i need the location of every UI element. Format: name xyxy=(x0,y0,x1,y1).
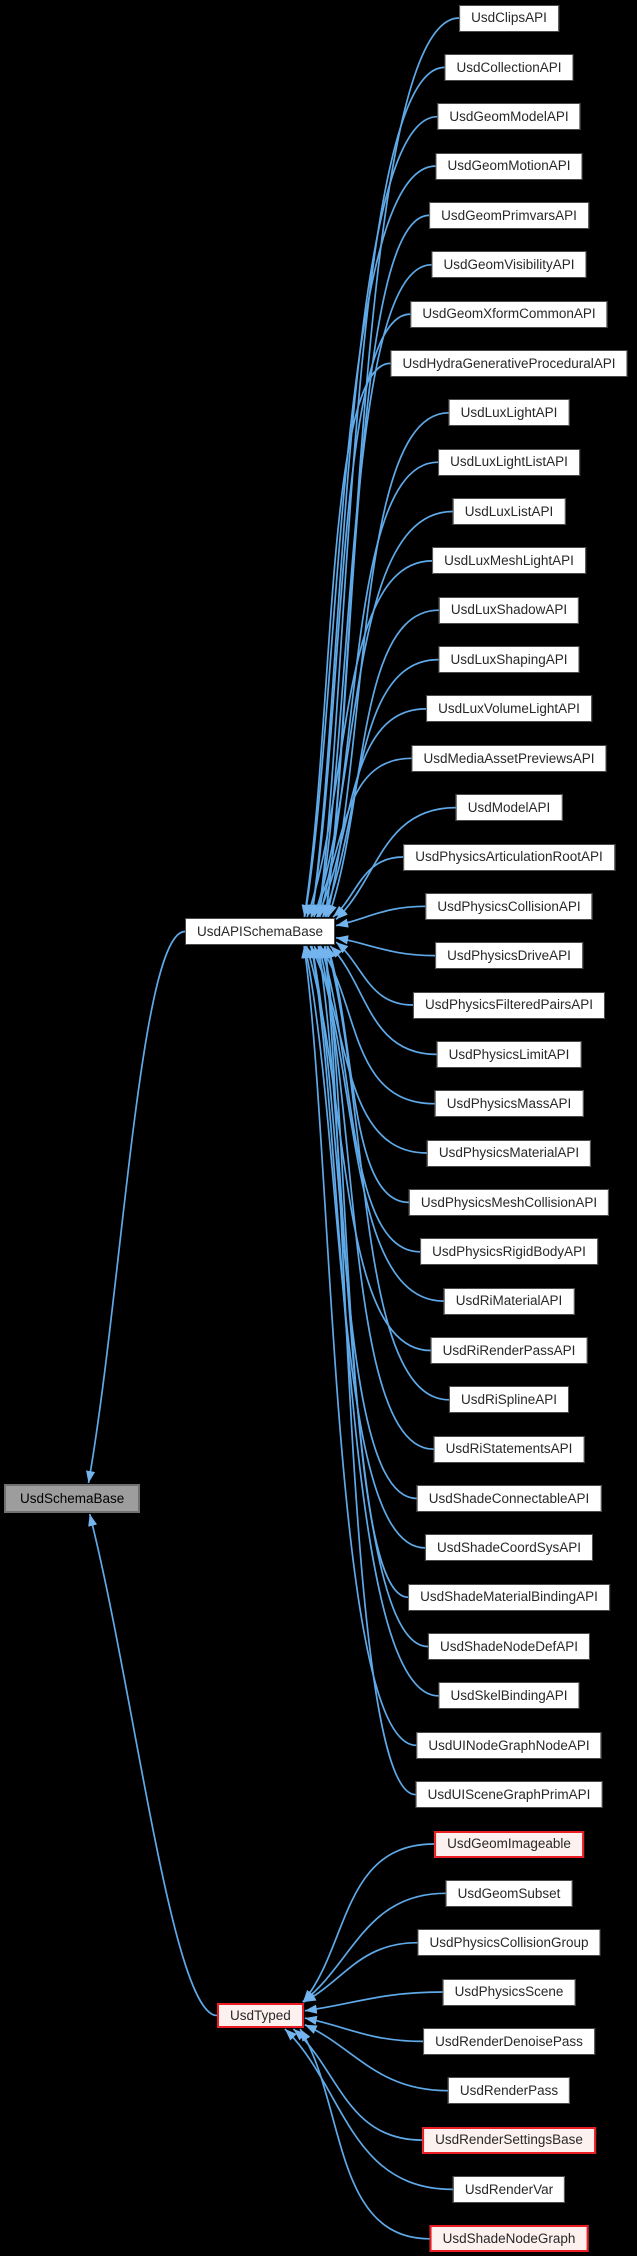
class-node-usdphysicsmassapi[interactable]: UsdPhysicsMassAPI xyxy=(434,1090,584,1118)
inheritance-edge xyxy=(326,945,409,1204)
class-node-usdluxshadowapi[interactable]: UsdLuxShadowAPI xyxy=(438,596,580,624)
class-node-usdphysicslimitapi[interactable]: UsdPhysicsLimitAPI xyxy=(436,1040,582,1068)
class-node-usdphysicscollisiongroup[interactable]: UsdPhysicsCollisionGroup xyxy=(417,1929,601,1957)
class-node-usdphysicsarticulationrootapi[interactable]: UsdPhysicsArticulationRootAPI xyxy=(403,843,615,871)
inheritance-edge xyxy=(335,905,426,928)
inheritance-edge xyxy=(301,945,417,1747)
class-node-usdrimaterialapi[interactable]: UsdRiMaterialAPI xyxy=(443,1287,575,1315)
class-node-usdrisplineapi[interactable]: UsdRiSplineAPI xyxy=(448,1386,570,1414)
class-node-usdphysicscollisionapi[interactable]: UsdPhysicsCollisionAPI xyxy=(425,892,593,920)
class-node-usdristatementsapi[interactable]: UsdRiStatementsAPI xyxy=(433,1435,585,1463)
class-node-usdrenderpass[interactable]: UsdRenderPass xyxy=(447,2077,571,2105)
class-node-usdgeomimageable[interactable]: UsdGeomImageable xyxy=(434,1830,584,1858)
class-node-usdshadenodedefapi[interactable]: UsdShadeNodeDefAPI xyxy=(427,1633,591,1660)
class-node-usdschemabase[interactable]: UsdSchemaBase xyxy=(4,1484,141,1513)
class-node-usdshadecoordsysapi[interactable]: UsdShadeCoordSysAPI xyxy=(424,1534,594,1562)
inheritance-edge xyxy=(301,362,391,918)
inheritance-edge xyxy=(315,945,429,1648)
class-node-usdluxlightlistapi[interactable]: UsdLuxLightListAPI xyxy=(438,448,580,476)
inheritance-edge xyxy=(304,1991,443,2014)
class-node-usdgeomprimvarsapi[interactable]: UsdGeomPrimvarsAPI xyxy=(429,201,589,229)
class-node-usdluxlistapi[interactable]: UsdLuxListAPI xyxy=(452,498,566,525)
class-node-usdshadeconnectableapi[interactable]: UsdShadeConnectableAPI xyxy=(416,1485,602,1512)
class-node-usduiscenegraphprimapi[interactable]: UsdUISceneGraphPrimAPI xyxy=(415,1781,603,1809)
class-node-usdphysicsfilteredpairsapi[interactable]: UsdPhysicsFilteredPairsAPI xyxy=(412,991,606,1019)
inheritance-edge xyxy=(315,708,427,918)
inheritance-edge xyxy=(88,1513,218,2017)
class-node-usdphysicsrigidbodyapi[interactable]: UsdPhysicsRigidBodyAPI xyxy=(420,1238,598,1266)
class-node-usdapischemabase[interactable]: UsdAPISchemaBase xyxy=(185,918,336,945)
inheritance-edge xyxy=(302,945,426,1549)
class-node-usdphysicsscene[interactable]: UsdPhysicsScene xyxy=(442,1978,576,2006)
class-node-usdgeommotionapi[interactable]: UsdGeomMotionAPI xyxy=(435,152,583,180)
inheritance-edge xyxy=(292,2028,423,2141)
class-node-usdrenderdenoisepass[interactable]: UsdRenderDenoisePass xyxy=(423,2027,595,2055)
class-node-usdtyped[interactable]: UsdTyped xyxy=(217,2003,304,2028)
class-node-usdphysicsmaterialapi[interactable]: UsdPhysicsMaterialAPI xyxy=(426,1139,592,1167)
class-node-usdmodelapi[interactable]: UsdModelAPI xyxy=(455,794,563,822)
class-node-usdrendervar[interactable]: UsdRenderVar xyxy=(452,2175,566,2203)
class-node-usduinodegraphnodeapi[interactable]: UsdUINodeGraphNodeAPI xyxy=(416,1731,602,1759)
class-node-usdmediaassetpreviewsapi[interactable]: UsdMediaAssetPreviewsAPI xyxy=(411,744,607,772)
inheritance-edge xyxy=(324,411,449,918)
class-node-usdgeomvisibilityapi[interactable]: UsdGeomVisibilityAPI xyxy=(431,251,587,279)
class-node-usdrirenderpassapi[interactable]: UsdRiRenderPassAPI xyxy=(430,1337,588,1364)
class-node-usdphysicsdriveapi[interactable]: UsdPhysicsDriveAPI xyxy=(435,942,583,970)
inheritance-edge xyxy=(315,66,445,918)
class-node-usdcollectionapi[interactable]: UsdCollectionAPI xyxy=(444,53,574,81)
inheritance-edge xyxy=(332,856,404,918)
inheritance-edge xyxy=(318,945,435,1105)
inheritance-edge xyxy=(299,2028,430,2240)
inheritance-edge xyxy=(319,945,421,1253)
inheritance-edge xyxy=(302,1843,435,2003)
inheritance-edge xyxy=(321,945,416,1796)
class-node-usdclipsapi[interactable]: UsdClipsAPI xyxy=(459,4,559,32)
inheritance-edge xyxy=(321,658,439,918)
inheritance-edge xyxy=(321,945,409,1599)
inheritance-edge xyxy=(308,313,411,918)
class-node-usdhydragenerativeproceduralapi[interactable]: UsdHydraGenerativeProceduralAPI xyxy=(390,349,628,377)
class-node-usdgeommodelapi[interactable]: UsdGeomModelAPI xyxy=(437,103,581,131)
inheritance-edge xyxy=(304,2015,424,2043)
class-node-usdphysicsmeshcollisionapi[interactable]: UsdPhysicsMeshCollisionAPI xyxy=(408,1188,610,1216)
class-node-usdrendersettingsbase[interactable]: UsdRenderSettingsBase xyxy=(422,2126,596,2154)
class-node-usdluxshapingapi[interactable]: UsdLuxShapingAPI xyxy=(438,646,580,674)
class-node-usdgeomxformcommonapi[interactable]: UsdGeomXformCommonAPI xyxy=(410,300,608,328)
inheritance-edge xyxy=(302,165,436,918)
class-node-usdshadenodegraph[interactable]: UsdShadeNodeGraph xyxy=(429,2225,589,2253)
inheritance-edge xyxy=(335,941,414,1006)
class-node-usdluxlightapi[interactable]: UsdLuxLightAPI xyxy=(448,399,570,427)
inheritance-edge xyxy=(86,930,186,1484)
inheritance-edge xyxy=(309,945,417,1500)
class-node-usdluxmeshlightapi[interactable]: UsdLuxMeshLightAPI xyxy=(432,547,586,575)
inheritance-edge xyxy=(309,945,427,1154)
inheritance-edge xyxy=(308,115,438,918)
class-node-usdshadematerialbindingapi[interactable]: UsdShadeMaterialBindingAPI xyxy=(408,1583,610,1611)
inheritance-edge xyxy=(310,757,412,918)
class-node-usdgeomsubset[interactable]: UsdGeomSubset xyxy=(445,1879,573,1907)
inheritance-edge xyxy=(335,935,436,957)
inheritance-edge xyxy=(303,1941,418,2003)
class-node-usdskelbindingapi[interactable]: UsdSkelBindingAPI xyxy=(438,1682,580,1710)
class-node-usdluxvolumelightapi[interactable]: UsdLuxVolumeLightAPI xyxy=(426,695,592,723)
